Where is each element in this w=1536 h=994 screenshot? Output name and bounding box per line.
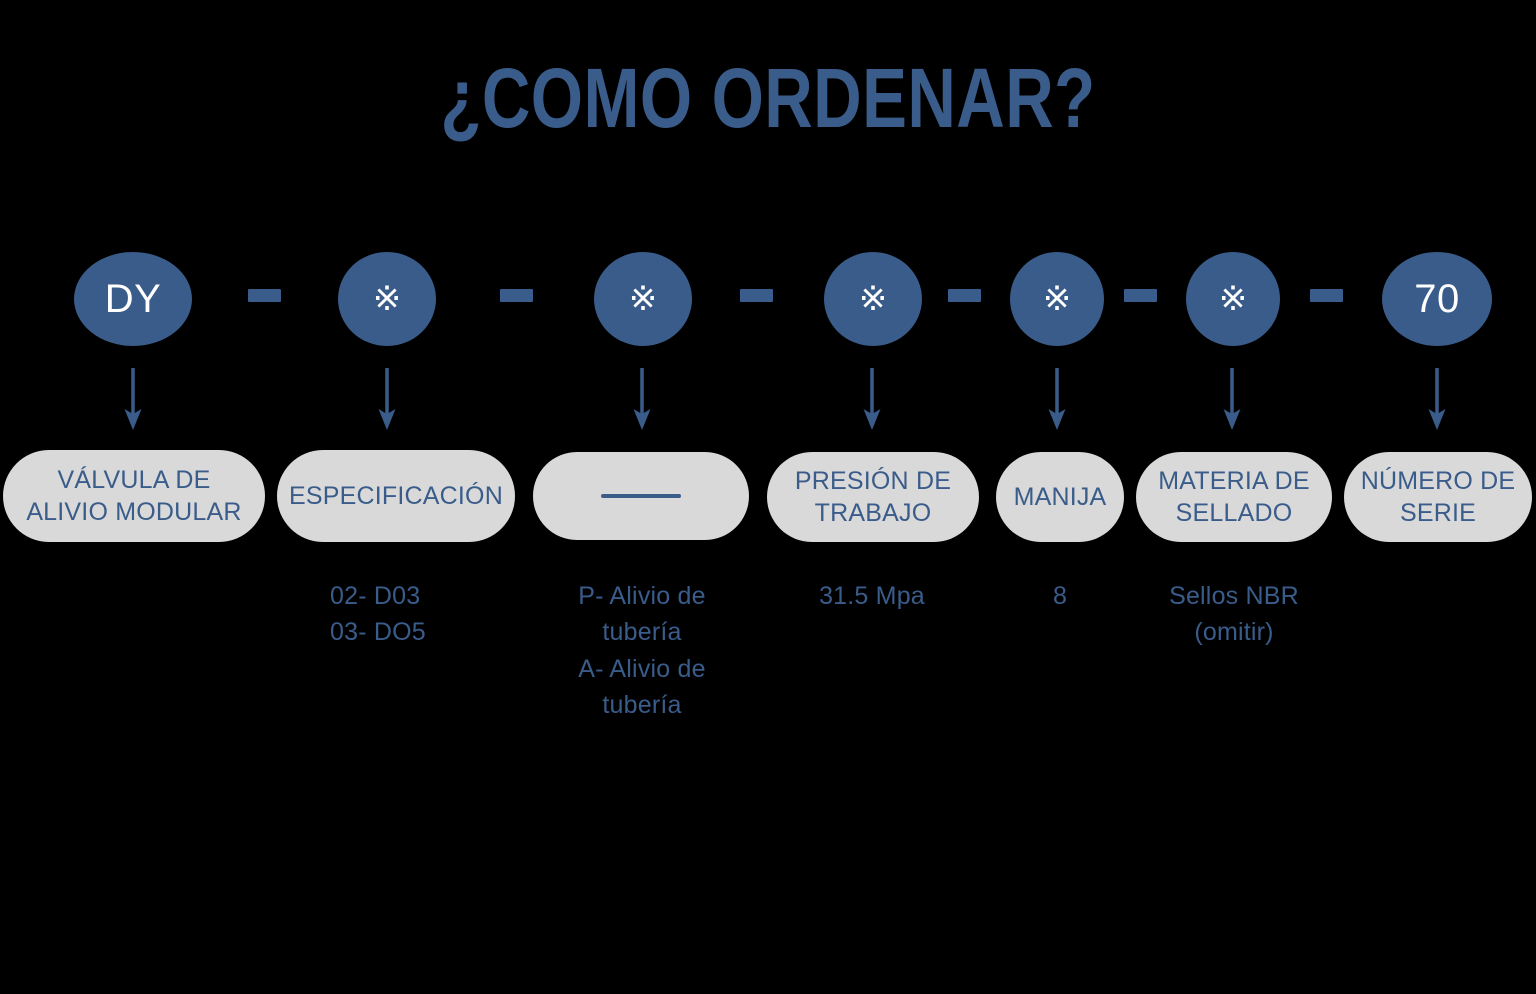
- desc-tipo: P- Alivio de tubería A- Alivio de tuberí…: [578, 582, 706, 719]
- arrow-down-icon-7: [1428, 368, 1446, 430]
- code-node-5[interactable]: ※: [1010, 252, 1104, 346]
- code-separator-3: [740, 289, 773, 302]
- pill-materia-de-sellado[interactable]: MATERIA DE SELLADO: [1136, 452, 1332, 542]
- desc-especificacion: 02- D03 03- DO5: [330, 582, 426, 647]
- arrow-down-icon-6: [1223, 368, 1241, 430]
- code-separator-2: [500, 289, 533, 302]
- code-node-2[interactable]: ※: [338, 252, 436, 346]
- pill-especificacion[interactable]: ESPECIFICACIÓN: [277, 450, 515, 542]
- desc-presion-de-trabajo: 31.5 Mpa: [819, 582, 925, 610]
- product-code-row: DY ※ ※ ※ ※ ※ 70: [0, 252, 1536, 348]
- desc-materia-de-sellado: Sellos NBR (omitir): [1169, 582, 1299, 647]
- pill-tipo[interactable]: [533, 452, 749, 540]
- code-node-1[interactable]: DY: [74, 252, 192, 346]
- page-title: ¿COMO ORDENAR?: [440, 51, 1096, 145]
- code-node-7[interactable]: 70: [1382, 252, 1492, 346]
- code-separator-4: [948, 289, 981, 302]
- code-node-3[interactable]: ※: [594, 252, 692, 346]
- pill-presion-de-trabajo[interactable]: PRESIÓN DE TRABAJO: [767, 452, 979, 542]
- pill-manija[interactable]: MANIJA: [996, 452, 1124, 542]
- arrow-down-icon-2: [378, 368, 396, 430]
- code-node-6[interactable]: ※: [1186, 252, 1280, 346]
- code-separator-5: [1124, 289, 1157, 302]
- code-node-4[interactable]: ※: [824, 252, 922, 346]
- arrow-down-icon-5: [1048, 368, 1066, 430]
- pill-numero-de-serie[interactable]: NÚMERO DE SERIE: [1344, 452, 1532, 542]
- desc-manija: 8: [1052, 582, 1068, 610]
- pill-valvula-de-alivio-modular[interactable]: VÁLVULA DE ALIVIO MODULAR: [3, 450, 265, 542]
- arrow-down-icon-3: [633, 368, 651, 430]
- code-separator-1: [248, 289, 281, 302]
- arrow-down-icon-1: [124, 368, 142, 430]
- dash-placeholder-icon: [601, 494, 681, 498]
- code-separator-6: [1310, 289, 1343, 302]
- arrow-down-icon-4: [863, 368, 881, 430]
